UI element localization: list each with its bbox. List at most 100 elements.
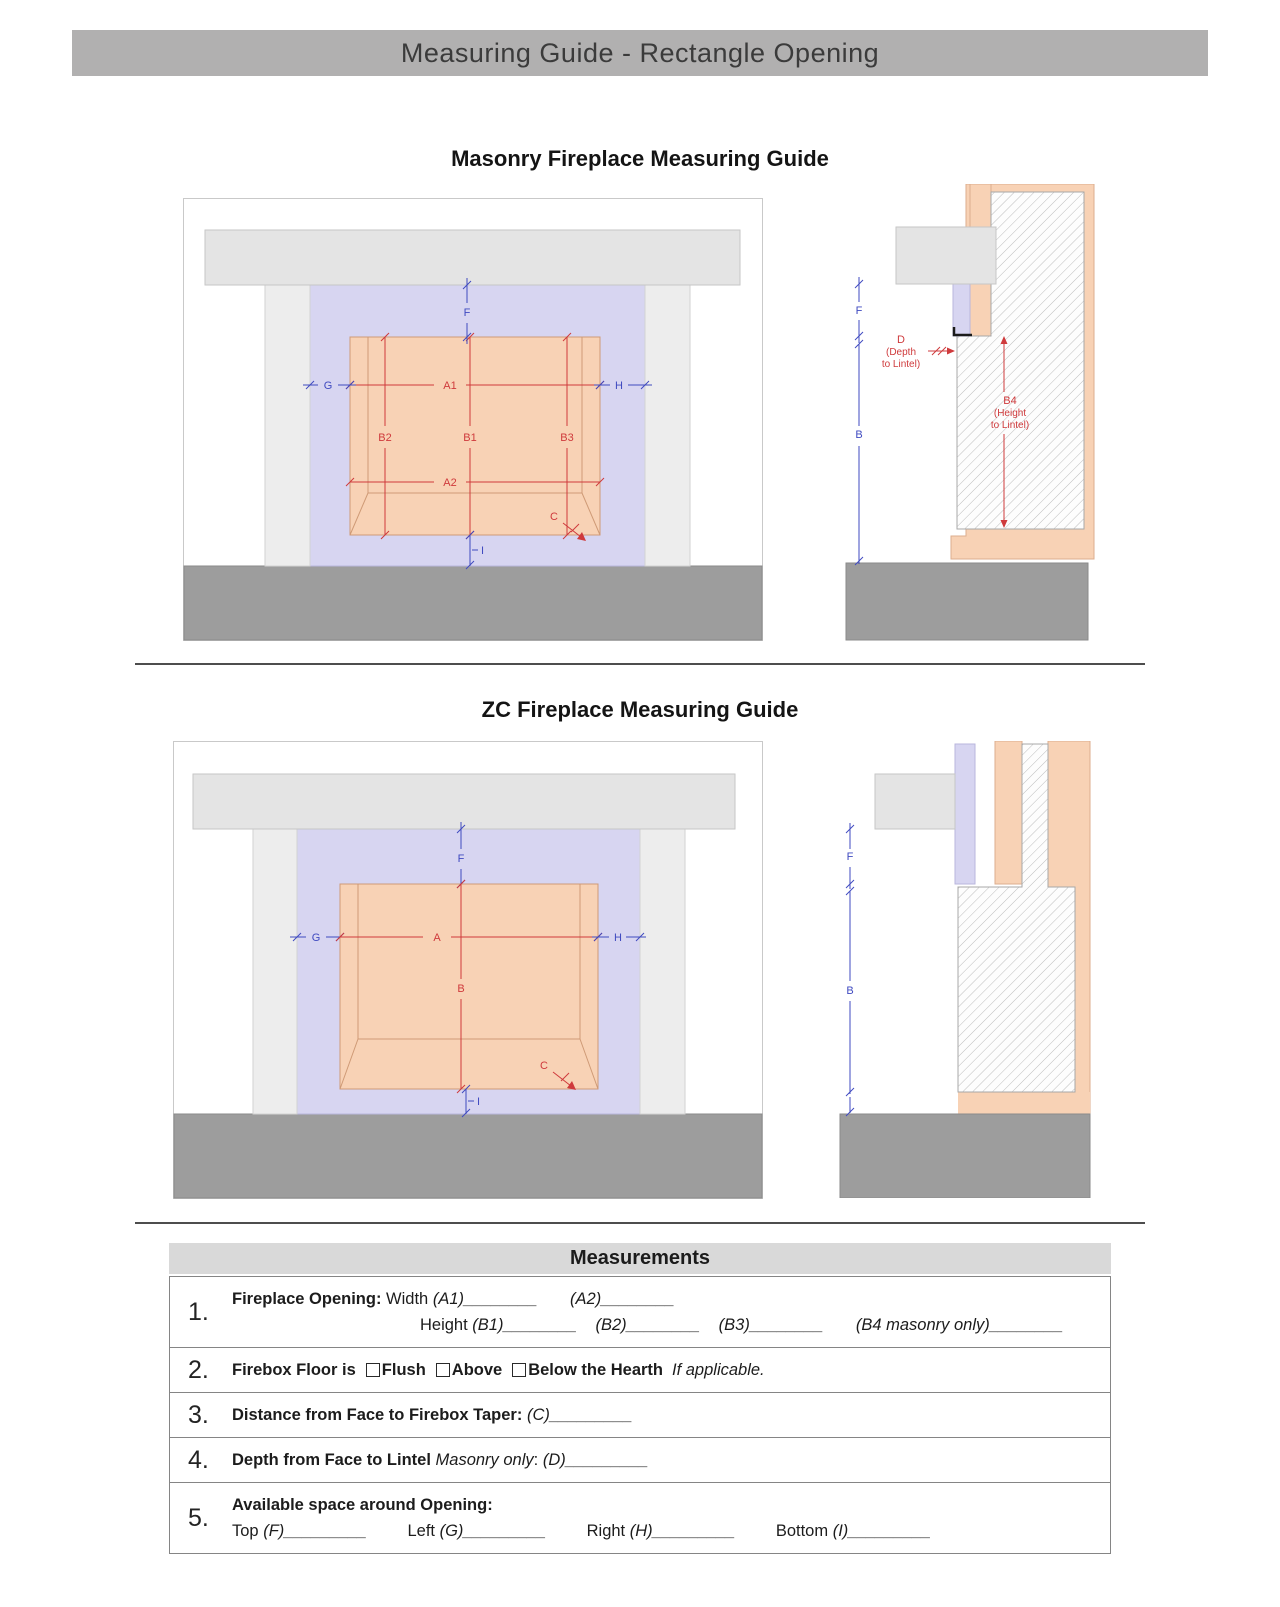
fireplace-opening-label: Fireplace Opening: [232, 1290, 382, 1308]
page-title: Measuring Guide - Rectangle Opening [400, 37, 880, 68]
dim-label-d-3: to Lintel) [882, 359, 920, 370]
dim-label-i: I [481, 545, 484, 557]
dim-label-f-side: F [847, 851, 854, 863]
dim-i-side [845, 1097, 855, 1117]
dim-label-b-side: B [855, 429, 862, 441]
mantel-shelf [204, 229, 741, 286]
dim-f: F [462, 278, 472, 344]
dim-label-b4: B4 [1003, 395, 1016, 407]
dim-c: C [540, 1060, 576, 1090]
dim-b-side: B [845, 886, 855, 1097]
dim-h: H [594, 380, 652, 392]
zc-hearth-side [839, 1113, 1091, 1198]
taper-distance-label: Distance from Face to Firebox Taper: [232, 1406, 523, 1425]
zc-side-diagram: F B [839, 741, 1091, 1198]
row-number-1: 1. [188, 1297, 209, 1326]
right-leg [644, 284, 691, 567]
mantel-shelf [192, 773, 736, 830]
flush-label: Flush [381, 1361, 426, 1380]
dim-f-side: F [845, 823, 855, 889]
dim-label-a2: A2 [443, 477, 456, 489]
dim-label-b: B [457, 983, 464, 995]
d-blank: (D)_________ [542, 1451, 649, 1470]
dim-label-a1: A1 [443, 380, 456, 392]
top-label: Top [232, 1522, 259, 1541]
right-leg [639, 828, 686, 1115]
dim-label-h: H [615, 380, 623, 392]
measurement-row-4: 4. Depth from Face to Lintel Masonry onl… [170, 1437, 1110, 1482]
left-blank: (G)_________ [439, 1522, 547, 1541]
measurements-section: Measurements 1. Fireplace Opening: Width… [169, 1243, 1111, 1555]
hearth-side [845, 562, 1089, 641]
below-label: Below the Hearth [528, 1361, 663, 1380]
masonry-diagram-row: A1 A2 B1 B2 B3 C [0, 184, 1280, 641]
right-label: Right [586, 1522, 626, 1541]
dim-h: H [592, 932, 646, 944]
above-checkbox[interactable] [435, 1363, 450, 1378]
masonry-cutaway-hatch [956, 191, 1085, 530]
flush-checkbox[interactable] [365, 1363, 380, 1378]
masonry-side-diagram: D (Depth to Lintel) B4 (Height to Lintel… [845, 184, 1095, 641]
zc-section: ZC Fireplace Measuring Guide F [0, 697, 1280, 1199]
dim-label-c: C [550, 511, 558, 523]
zc-cutaway-hatch [957, 743, 1076, 1093]
zc-base-band [958, 1092, 1090, 1116]
below-checkbox[interactable] [512, 1363, 527, 1378]
firebox [339, 883, 599, 1090]
dim-d: D (Depth to Lintel) [882, 334, 955, 370]
dim-label-f: F [458, 853, 465, 865]
dim-i: I [465, 530, 484, 570]
dim-label-h: H [614, 932, 622, 944]
left-leg [252, 828, 298, 1115]
row-number-2: 2. [188, 1355, 209, 1384]
zc-front-diagram: F G A H B C [173, 741, 763, 1199]
facing-strip [952, 283, 971, 337]
colon: : [533, 1451, 539, 1470]
dim-b: B [456, 879, 466, 1094]
available-space-blanks-line: Top (F)_________ Left (G)_________ Right… [232, 1518, 1098, 1544]
dim-label-a: A [433, 932, 441, 944]
row-content-5: Available space around Opening: Top (F)_… [232, 1483, 1110, 1553]
dim-b4: B4 (Height to Lintel) [991, 336, 1029, 528]
b3-blank: (B3)________ [718, 1316, 824, 1335]
section-divider-2 [135, 1222, 1145, 1224]
dim-label-c: C [540, 1060, 548, 1072]
masonry-front-diagram: A1 A2 B1 B2 B3 C [183, 198, 763, 641]
b1-blank: (B1)________ [472, 1316, 577, 1335]
b4-blank: (B4 masonry only)________ [855, 1316, 1064, 1335]
row-content-1: Fireplace Opening: Width (A1)________ (A… [232, 1277, 1110, 1347]
dim-label-i: I [477, 1096, 480, 1108]
dim-f-side: F [854, 277, 864, 343]
dim-b2: B2 [378, 332, 392, 540]
dim-c: C [550, 511, 586, 541]
dim-label-b3: B3 [560, 432, 573, 444]
available-space-label: Available space around Opening: [232, 1496, 493, 1515]
dim-label-b1: B1 [463, 432, 476, 444]
dim-label-g: G [312, 932, 321, 944]
dim-label-d: D [897, 334, 905, 346]
b2-blank: (B2)________ [595, 1316, 701, 1335]
dim-label-f: F [464, 307, 471, 319]
dim-label-d-2: (Depth [886, 347, 916, 358]
dim-b3: B3 [560, 332, 574, 540]
row-content-2: Firebox Floor is Flush Above Below the Hear… [232, 1348, 1110, 1392]
fireplace-opening-width-line: Fireplace Opening: Width (A1)________ (A… [232, 1286, 1098, 1312]
dim-label-b4-2: (Height [994, 408, 1026, 419]
bottom-label: Bottom [775, 1522, 829, 1541]
firebox-floor-label: Firebox Floor is [232, 1361, 356, 1380]
measurements-table: 1. Fireplace Opening: Width (A1)________… [169, 1276, 1111, 1555]
dim-label-f-side: F [856, 305, 863, 317]
dim-label-b2: B2 [378, 432, 391, 444]
measurement-row-5: 5. Available space around Opening: Top (… [170, 1482, 1110, 1553]
zc-diagram-row: F G A H B C [0, 741, 1280, 1199]
above-label: Above [451, 1361, 503, 1380]
dim-b1: B1 [463, 332, 477, 540]
right-blank: (H)_________ [629, 1522, 736, 1541]
measurement-row-3: 3. Distance from Face to Firebox Taper: … [170, 1392, 1110, 1437]
dim-i: I [461, 1084, 480, 1118]
bottom-blank: (I)_________ [832, 1522, 931, 1541]
row-number-5: 5. [188, 1503, 209, 1532]
row-content-3: Distance from Face to Firebox Taper: (C)… [232, 1393, 1110, 1437]
zc-mantel-side [874, 773, 956, 830]
row-number-4: 4. [188, 1445, 209, 1474]
